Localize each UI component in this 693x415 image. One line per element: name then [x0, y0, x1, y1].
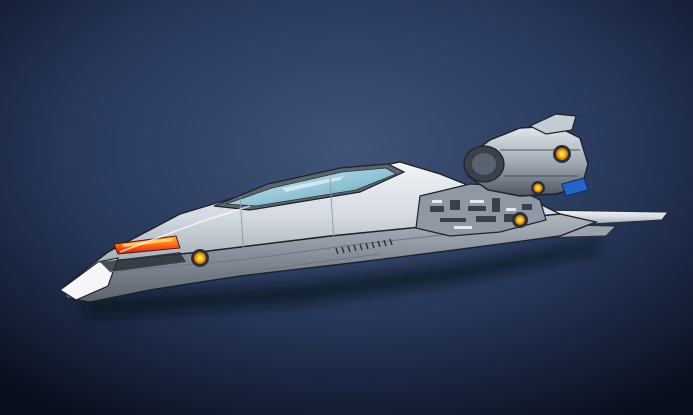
- side-panel-line: [109, 231, 471, 273]
- greeble-details: [430, 198, 532, 222]
- canopy-glint: [282, 176, 344, 192]
- ship-shadow: [80, 240, 600, 318]
- hull-highlight: [119, 205, 251, 253]
- side-panel-line: [329, 177, 335, 243]
- vent-grille: [335, 238, 393, 255]
- side-panel-line: [239, 195, 245, 259]
- blue-accent-panel: [561, 177, 589, 197]
- cockpit-canopy: [225, 167, 397, 207]
- side-panel-line: [139, 253, 381, 285]
- nav-light: [553, 145, 571, 163]
- nav-light: [531, 181, 545, 195]
- spaceship: [58, 113, 670, 303]
- nose-intake: [100, 252, 186, 272]
- greeble-highlights: [432, 200, 516, 229]
- nav-light: [512, 212, 528, 228]
- engine-cylinder-ring: [472, 153, 496, 175]
- nav-light: [191, 249, 209, 267]
- engine-top-fin: [528, 113, 577, 135]
